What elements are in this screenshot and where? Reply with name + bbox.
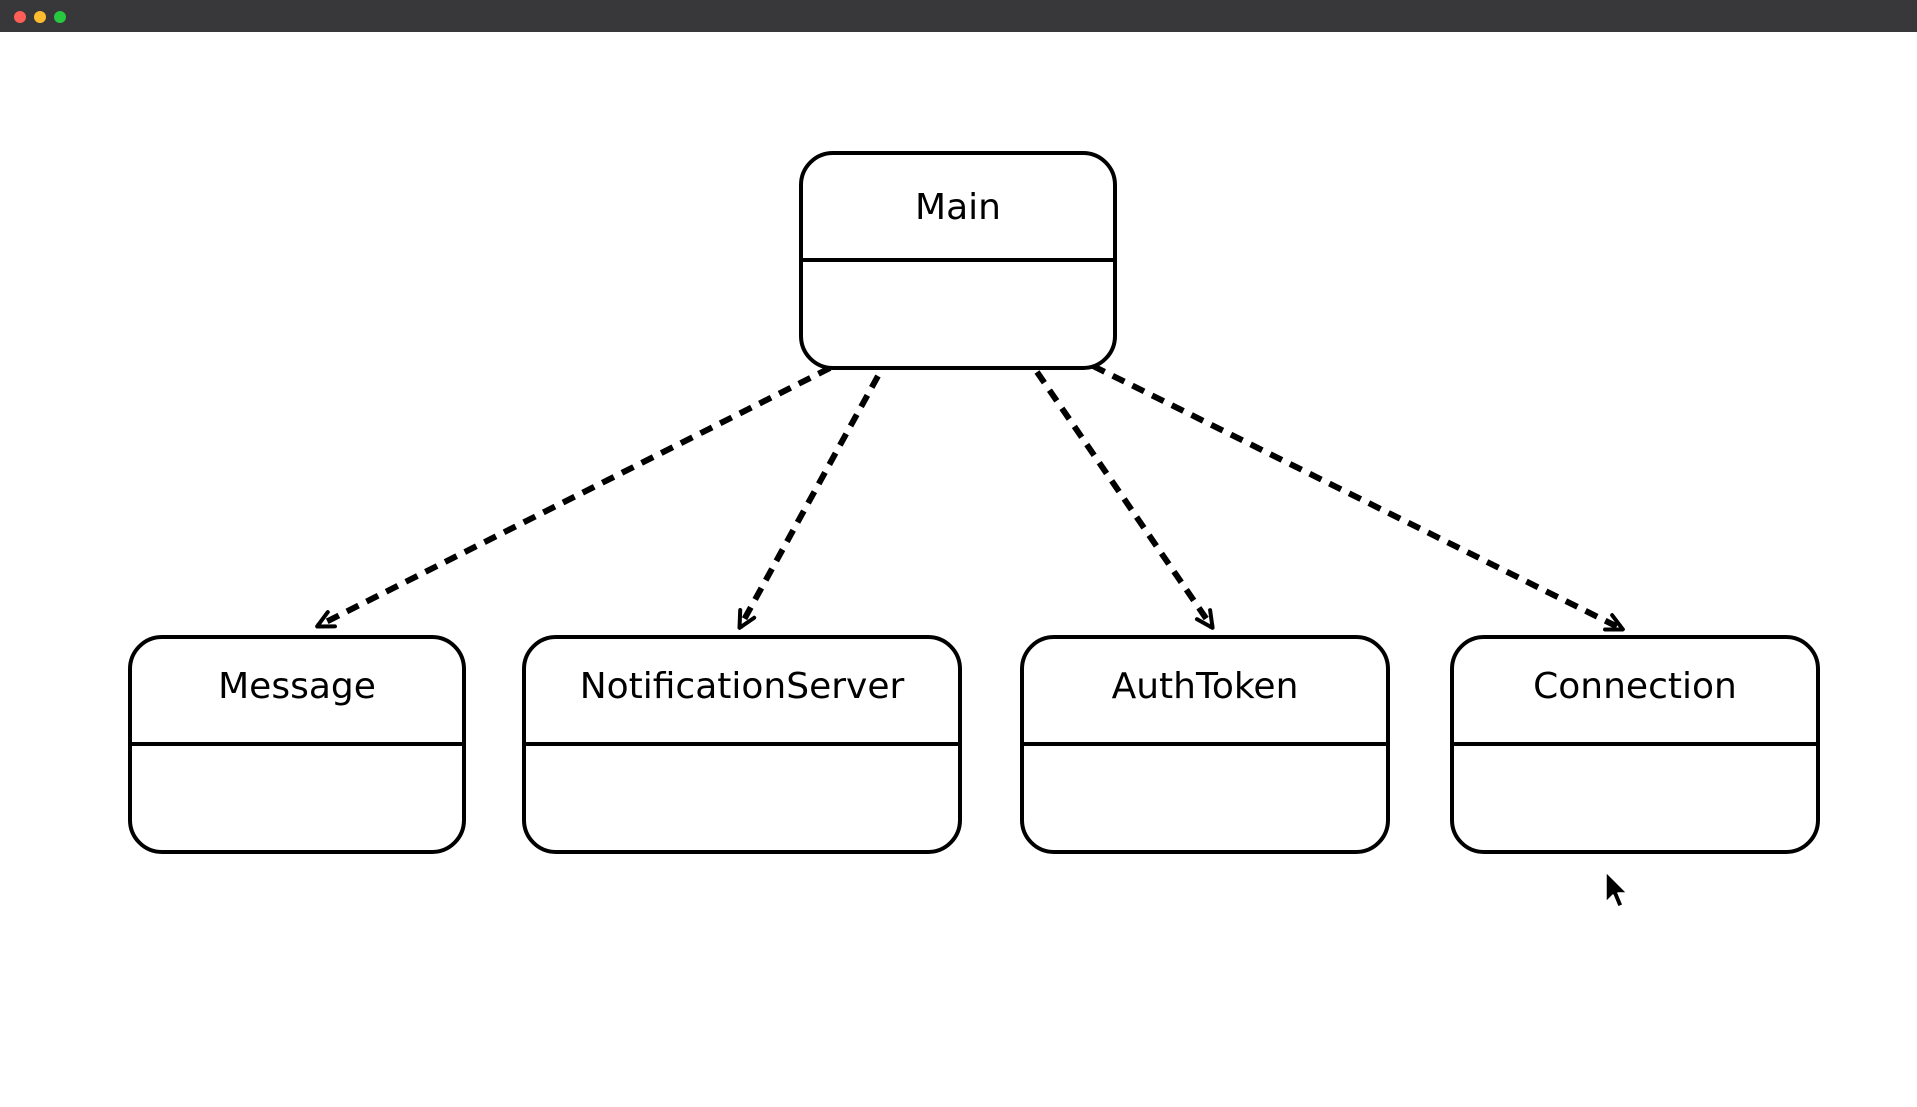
- maximize-window-button[interactable]: [54, 11, 66, 23]
- class-name-authtoken: AuthToken: [1112, 666, 1299, 707]
- dependency-main-to-authtoken[interactable]: [1034, 370, 1215, 630]
- class-box-main[interactable]: Main: [799, 151, 1117, 370]
- class-name-connection: Connection: [1533, 666, 1737, 707]
- title-bar: [0, 0, 1917, 32]
- dependency-main-to-message[interactable]: [315, 365, 832, 629]
- dependency-main-to-notificationserver[interactable]: [737, 374, 881, 630]
- class-box-message[interactable]: Message: [128, 635, 466, 854]
- arrow-cursor-icon: [1605, 871, 1628, 908]
- diagram-canvas: Main Message NotificationServer AuthToke…: [0, 32, 1917, 1107]
- class-name-message: Message: [218, 666, 376, 707]
- class-box-connection[interactable]: Connection: [1450, 635, 1820, 854]
- dependency-main-to-connection[interactable]: [1091, 363, 1625, 632]
- close-window-button[interactable]: [14, 11, 26, 23]
- class-diagram: Main Message NotificationServer AuthToke…: [128, 151, 1820, 908]
- minimize-window-button[interactable]: [34, 11, 46, 23]
- class-name-notificationserver: NotificationServer: [580, 666, 905, 707]
- class-name-main: Main: [915, 187, 1001, 228]
- class-box-notificationserver[interactable]: NotificationServer: [522, 635, 962, 854]
- class-box-authtoken[interactable]: AuthToken: [1020, 635, 1390, 854]
- dependency-arrows: [315, 363, 1625, 632]
